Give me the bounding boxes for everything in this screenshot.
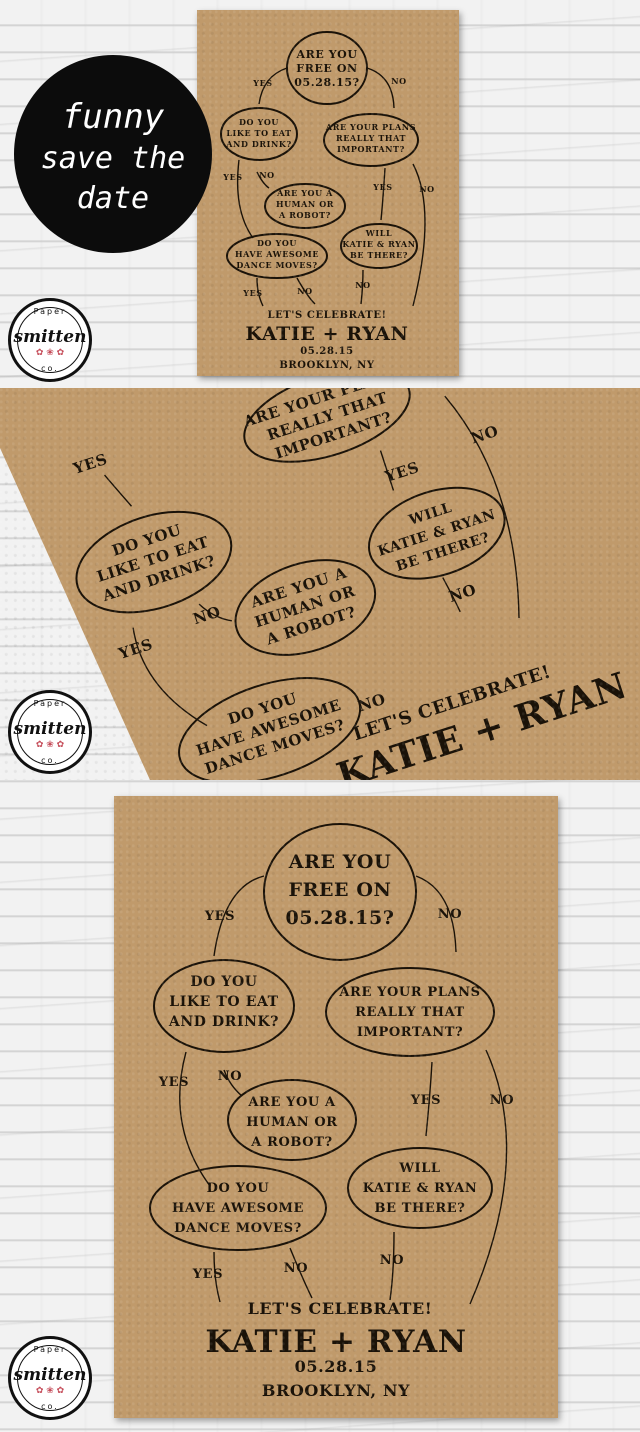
flowchart-large: ARE YOU FREE ON 05.28.15? YES NO DO YOU … bbox=[149, 823, 514, 1400]
q-will-large: WILL bbox=[398, 1161, 440, 1176]
svg-text:BE THERE?: BE THERE? bbox=[350, 250, 408, 260]
date-large: 05.28.15 bbox=[295, 1357, 378, 1376]
svg-text:YES: YES bbox=[204, 909, 235, 924]
flowchart-zoom: YES ARE YOUR PLANS REALLY THAT IMPORTANT… bbox=[0, 388, 640, 780]
funny-save-the-date-badge: funny save the date bbox=[14, 55, 212, 253]
svg-text:YES: YES bbox=[222, 172, 242, 182]
svg-text:NO: NO bbox=[490, 1093, 514, 1108]
svg-text:A ROBOT?: A ROBOT? bbox=[278, 210, 331, 220]
badge-line-1: funny bbox=[61, 97, 165, 137]
svg-text:NO: NO bbox=[355, 280, 370, 290]
q-plans-large: ARE YOUR PLANS bbox=[338, 985, 480, 1000]
svg-text:HAVE AWESOME: HAVE AWESOME bbox=[172, 1201, 304, 1216]
flower-icon: ✿ ❀ ✿ bbox=[35, 740, 65, 750]
flowchart-small: ARE YOU FREE ON 05.28.15? YES NO DO YOU … bbox=[220, 31, 434, 371]
badge-line-3: date bbox=[76, 181, 150, 216]
q-free-text: ARE YOU bbox=[295, 48, 357, 61]
yes-label: YES bbox=[252, 78, 272, 88]
flower-icon: ✿ ❀ ✿ bbox=[35, 1386, 65, 1396]
svg-text:YES: YES bbox=[192, 1267, 223, 1282]
svg-text:NO: NO bbox=[438, 907, 462, 922]
badge-line-2: save the bbox=[40, 141, 186, 176]
svg-text:NO: NO bbox=[419, 184, 434, 194]
svg-text:NO: NO bbox=[297, 286, 312, 296]
svg-text:YES: YES bbox=[158, 1075, 189, 1090]
svg-text:DANCE MOVES?: DANCE MOVES? bbox=[174, 1221, 302, 1236]
svg-text:AND DRINK?: AND DRINK? bbox=[168, 1014, 279, 1030]
svg-text:NO: NO bbox=[259, 170, 274, 180]
celebrate-text: LET'S CELEBRATE! bbox=[267, 310, 386, 321]
place-large: BROOKLYN, NY bbox=[262, 1381, 410, 1400]
svg-text:YES: YES bbox=[242, 288, 262, 298]
svg-text:FREE ON: FREE ON bbox=[289, 879, 392, 901]
paper-smitten-logo: Paper smitten ✿ ❀ ✿ co. bbox=[8, 690, 92, 774]
paper-smitten-logo: Paper smitten ✿ ❀ ✿ co. bbox=[8, 1336, 92, 1420]
q-eat-text: DO YOU bbox=[239, 117, 279, 127]
svg-text:NO: NO bbox=[284, 1261, 308, 1276]
q-eat-large: DO YOU bbox=[190, 974, 257, 990]
svg-text:KATIE & RYAN: KATIE & RYAN bbox=[363, 1181, 478, 1196]
invitation-card-small: ARE YOU FREE ON 05.28.15? YES NO DO YOU … bbox=[197, 10, 459, 376]
q-will-text: WILL bbox=[365, 228, 392, 238]
svg-text:HAVE AWESOME: HAVE AWESOME bbox=[235, 249, 319, 259]
flower-icon: ✿ ❀ ✿ bbox=[35, 348, 65, 358]
svg-text:REALLY THAT: REALLY THAT bbox=[355, 1005, 465, 1020]
invitation-card-large: ARE YOU FREE ON 05.28.15? YES NO DO YOU … bbox=[114, 796, 558, 1418]
svg-text:IMPORTANT?: IMPORTANT? bbox=[337, 144, 405, 154]
svg-text:05.28.15?: 05.28.15? bbox=[285, 907, 394, 929]
svg-text:NO: NO bbox=[380, 1253, 404, 1268]
names-large: KATIE + RYAN bbox=[205, 1324, 466, 1360]
no-label: NO bbox=[391, 76, 406, 86]
svg-text:HUMAN OR: HUMAN OR bbox=[276, 199, 334, 209]
svg-text:A ROBOT?: A ROBOT? bbox=[250, 1135, 332, 1150]
svg-text:LIKE TO EAT: LIKE TO EAT bbox=[226, 128, 291, 138]
svg-text:HUMAN OR: HUMAN OR bbox=[246, 1115, 337, 1130]
q-dance-large: DO YOU bbox=[207, 1181, 270, 1196]
date-text: 05.28.15 bbox=[300, 346, 354, 357]
q-dance-text: DO YOU bbox=[257, 238, 297, 248]
svg-text:05.28.15?: 05.28.15? bbox=[294, 76, 359, 89]
invitation-card-zoom: YES ARE YOUR PLANS REALLY THAT IMPORTANT… bbox=[0, 388, 640, 780]
svg-text:AND DRINK?: AND DRINK? bbox=[225, 139, 292, 149]
svg-text:FREE ON: FREE ON bbox=[296, 62, 357, 75]
svg-text:DANCE MOVES?: DANCE MOVES? bbox=[236, 260, 317, 270]
svg-text:KATIE & RYAN: KATIE & RYAN bbox=[342, 239, 415, 249]
svg-text:BE THERE?: BE THERE? bbox=[374, 1201, 465, 1216]
q-free-large: ARE YOU bbox=[288, 851, 392, 873]
svg-text:YES: YES bbox=[372, 182, 392, 192]
celebrate-large: LET'S CELEBRATE! bbox=[248, 1299, 433, 1318]
names-text: KATIE + RYAN bbox=[246, 323, 409, 345]
paper-smitten-logo: Paper smitten ✿ ❀ ✿ co. bbox=[8, 298, 92, 382]
place-text: BROOKLYN, NY bbox=[279, 360, 375, 371]
svg-text:YES: YES bbox=[410, 1093, 441, 1108]
svg-text:IMPORTANT?: IMPORTANT? bbox=[357, 1025, 463, 1040]
q-plans-text: ARE YOUR PLANS bbox=[325, 122, 416, 132]
q-human-text: ARE YOU A bbox=[276, 188, 333, 198]
q-human-large: ARE YOU A bbox=[247, 1095, 336, 1110]
svg-text:NO: NO bbox=[218, 1069, 242, 1084]
svg-text:REALLY THAT: REALLY THAT bbox=[336, 133, 406, 143]
svg-text:LIKE TO EAT: LIKE TO EAT bbox=[169, 994, 278, 1010]
